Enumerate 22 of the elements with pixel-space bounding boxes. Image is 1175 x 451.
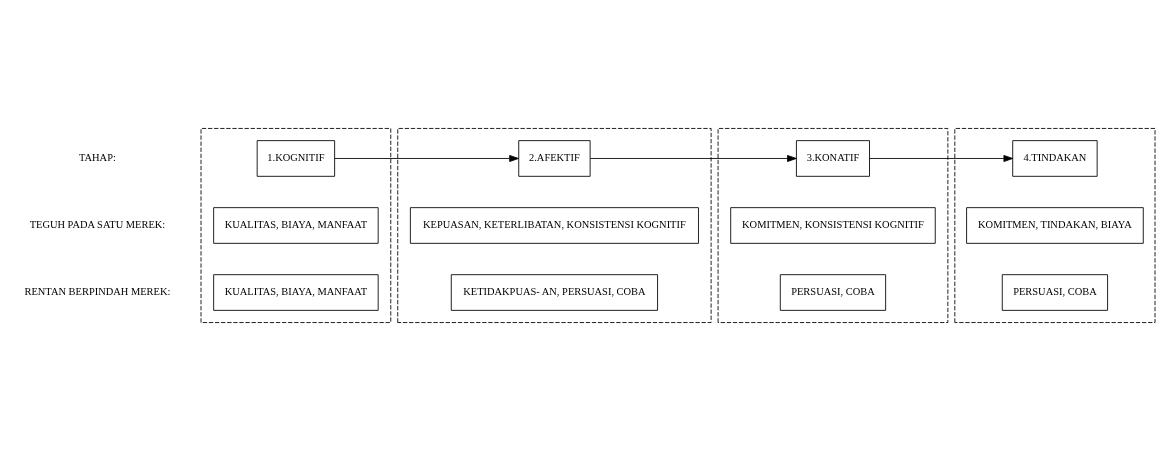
label: TAHAP: (79, 152, 116, 164)
node-box: 1.KOGNITIF (256, 140, 336, 177)
cluster (717, 128, 949, 323)
arrow (869, 155, 1014, 162)
node-box: 2.AFEKTIF (518, 140, 591, 177)
node-box: KOMITMEN, TINDAKAN, BIAYA (966, 207, 1144, 244)
node-box: PERSUASI, COBA (1001, 274, 1109, 311)
node-box: KETIDAKPUAS- AN, PERSUASI, COBA (450, 274, 658, 311)
arrow (589, 155, 797, 162)
node-box: PERSUASI, COBA (779, 274, 887, 311)
cluster (954, 128, 1156, 323)
cluster (200, 128, 392, 323)
node-box: 3.KONATIF (795, 140, 870, 177)
node-box: KOMITMEN, KONSISTENSI KOGNITIF (730, 207, 936, 244)
cluster (397, 128, 712, 323)
node-box: KUALITAS, BIAYA, MANFAAT (213, 274, 379, 311)
node-box: 4.TINDAKAN (1012, 140, 1098, 177)
node-box: KUALITAS, BIAYA, MANFAAT (213, 207, 379, 244)
label: RENTAN BERPINDAH MEREK: (24, 286, 171, 298)
node-box: KEPUASAN, KETERLIBATAN, KONSISTENSI KOGNITIF (409, 207, 699, 244)
label: TEGUH PADA SATU MEREK: (29, 219, 166, 231)
arrow (334, 155, 519, 162)
